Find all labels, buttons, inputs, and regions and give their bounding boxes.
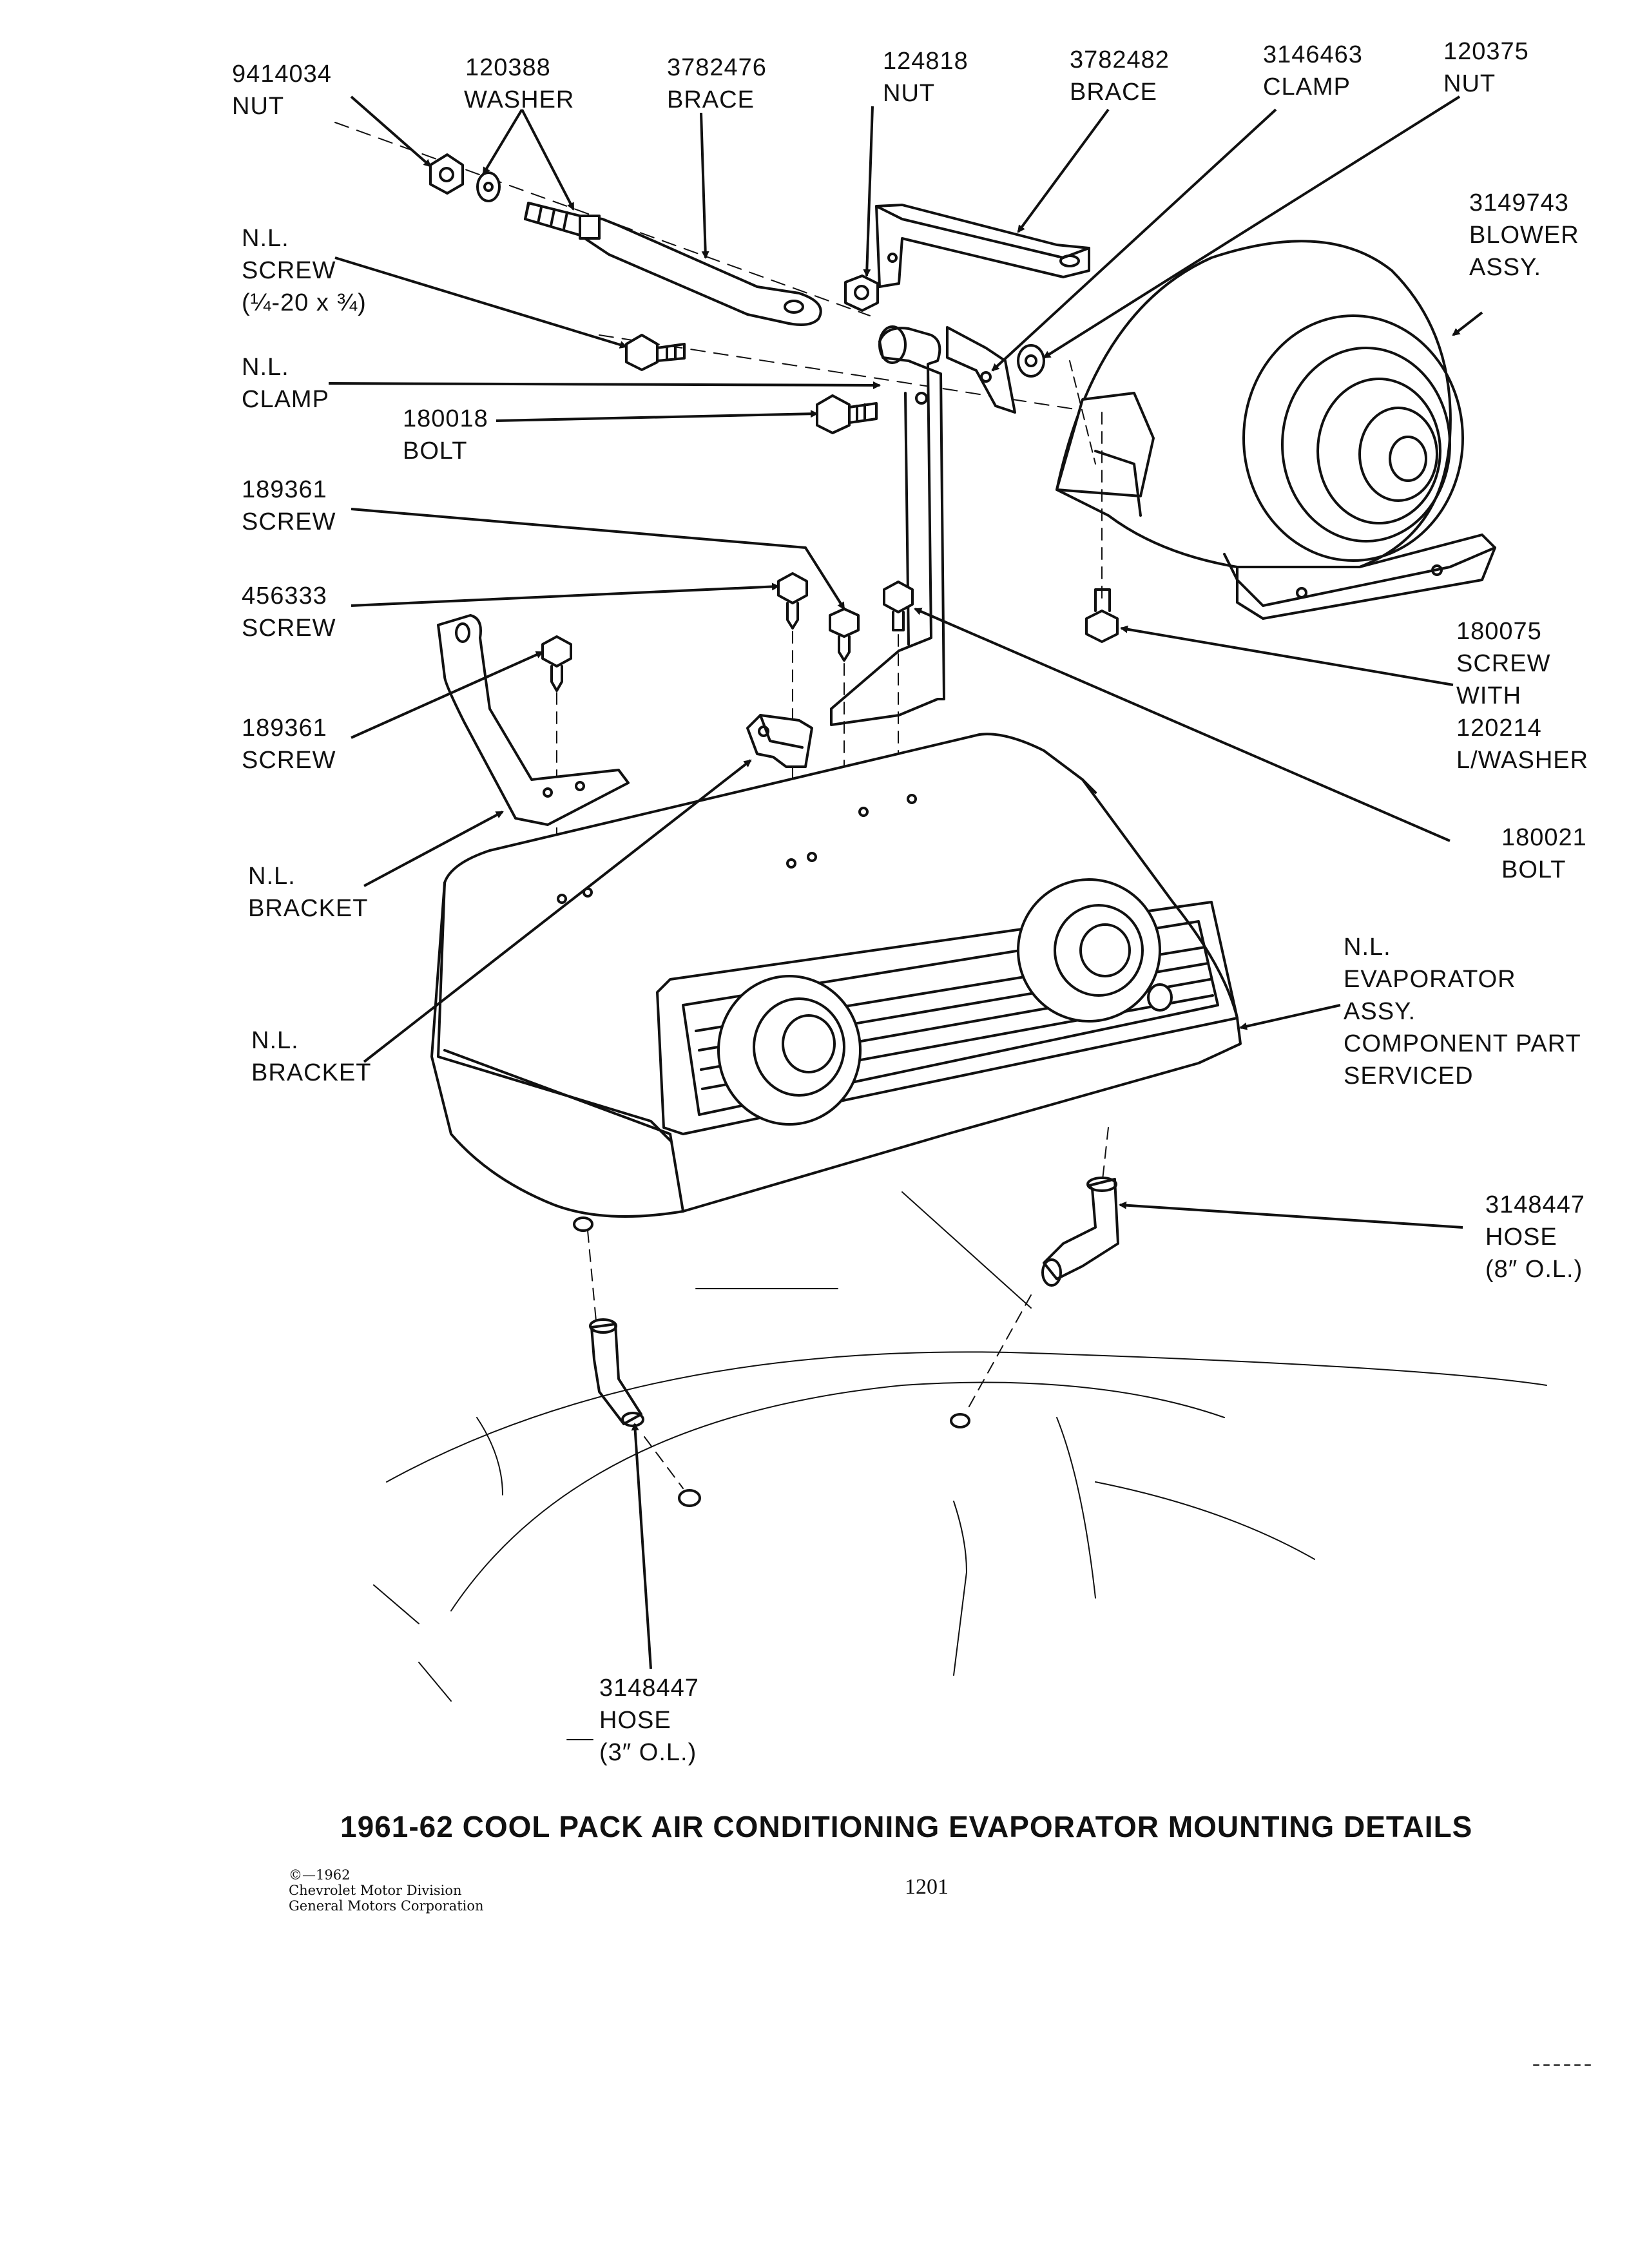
brace-3782476-part: [524, 202, 822, 326]
nut-124818-part: [844, 274, 879, 312]
bolt-180021-part: [883, 581, 914, 793]
brace-3782482-part: [875, 204, 1090, 288]
label-nl-bracket-center: N.L.BRACKET: [251, 1027, 372, 1086]
label-nl-screw: N.L.SCREW(¼-20 x ¾): [242, 225, 367, 316]
page-number: 1201: [905, 1875, 949, 1899]
nl-screw-part: [625, 334, 686, 371]
label-nl-clamp: N.L.CLAMP: [242, 354, 329, 413]
vehicle-outline: [373, 1191, 1592, 2066]
nl-bracket-center-part: [746, 714, 813, 768]
label-nl-bracket-left: N.L.BRACKET: [248, 863, 369, 922]
leader-lines: [328, 95, 1483, 1669]
hose-8in-part: [950, 1127, 1119, 1428]
screw-180075-part: [1085, 412, 1119, 643]
screw-189361-top-part: [829, 608, 860, 800]
clamp-3146463-part: [946, 326, 1016, 414]
nut-9414034-part: [429, 153, 464, 195]
diagram-caption: 1961-62 COOL PACK AIR CONDITIONING EVAPO…: [340, 1810, 1473, 1843]
bolt-180018-part: [816, 394, 878, 434]
evaporator-assembly-part: [430, 733, 1242, 1218]
nl-bracket-left-part: [437, 614, 630, 826]
screw-456333-part: [777, 572, 808, 858]
hose-3in-part: [573, 1216, 701, 1507]
blower-assembly-part: [1055, 240, 1496, 620]
nut-120375-part: [1017, 344, 1045, 378]
washer-120388-part: [476, 171, 501, 202]
